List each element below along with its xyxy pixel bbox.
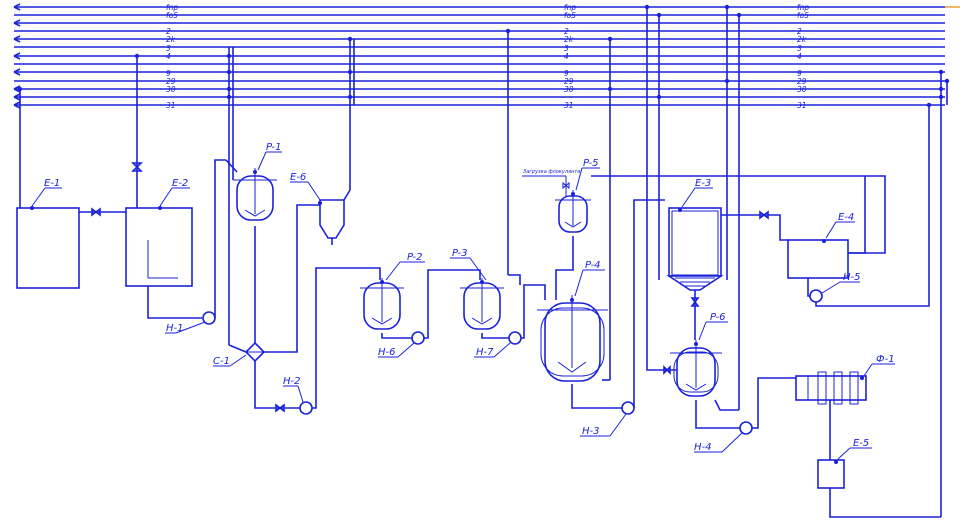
valve-icon — [663, 365, 671, 375]
reactor-p2: P-2 — [360, 252, 425, 330]
svg-text:E-2: E-2 — [172, 178, 188, 189]
svg-text:9: 9 — [797, 69, 802, 78]
svg-text:fo5: fo5 — [564, 11, 576, 20]
line-labels-middle: fnp fo5 2 2k 3 4 9 29 30 31 — [564, 3, 576, 110]
svg-text:E-1: E-1 — [44, 178, 60, 189]
svg-text:fo5: fo5 — [166, 11, 178, 20]
svg-text:30: 30 — [166, 85, 176, 94]
svg-text:H-4: H-4 — [694, 442, 712, 453]
svg-text:E-5: E-5 — [853, 438, 869, 449]
svg-text:4: 4 — [564, 52, 569, 61]
svg-text:3: 3 — [166, 44, 171, 53]
reactor-p4: P-4 — [537, 260, 608, 382]
reactor-p5: P-5 Загрузка флокулянта — [522, 158, 600, 233]
svg-text:P-1: P-1 — [266, 142, 281, 153]
svg-text:30: 30 — [797, 85, 807, 94]
separator-c1: C-1 — [213, 341, 266, 367]
svg-text:C-1: C-1 — [213, 356, 230, 367]
reactor-p6: P-6 — [670, 312, 728, 397]
svg-text:2: 2 — [797, 27, 802, 36]
svg-text:4: 4 — [166, 52, 171, 61]
svg-text:fnp: fnp — [797, 3, 809, 12]
svg-text:fnp: fnp — [564, 3, 576, 12]
vessel-e3: E-3 — [666, 178, 724, 291]
svg-text:4: 4 — [797, 52, 802, 61]
pump-h4: H-4 — [694, 421, 753, 453]
svg-text:P-3: P-3 — [452, 248, 467, 259]
svg-text:H-5: H-5 — [843, 272, 861, 283]
tank-e1: E-1 — [16, 178, 80, 289]
svg-text:E-6: E-6 — [290, 172, 306, 183]
svg-text:3: 3 — [564, 44, 569, 53]
svg-text:P-4: P-4 — [585, 260, 600, 271]
svg-text:2: 2 — [564, 27, 569, 36]
svg-text:E-3: E-3 — [695, 178, 711, 189]
svg-text:H-1: H-1 — [166, 323, 184, 334]
svg-text:P-5: P-5 — [583, 158, 598, 169]
valve-icon — [275, 403, 285, 413]
svg-text:H-7: H-7 — [476, 347, 494, 358]
svg-text:31: 31 — [797, 101, 807, 110]
svg-text:29: 29 — [564, 77, 574, 86]
tank-e2: E-2 — [125, 162, 193, 287]
svg-text:29: 29 — [166, 77, 176, 86]
pump-h1: H-1 — [165, 311, 216, 334]
reactor-p1: P-1 — [233, 142, 282, 221]
filter-f1: Ф-1 — [795, 354, 895, 405]
svg-text:31: 31 — [564, 101, 574, 110]
svg-text:9: 9 — [166, 69, 171, 78]
svg-text:Ф-1: Ф-1 — [876, 354, 895, 365]
svg-text:3: 3 — [797, 44, 802, 53]
valve-icon — [91, 207, 101, 217]
svg-text:2k: 2k — [166, 35, 176, 44]
svg-text:P-2: P-2 — [407, 252, 422, 263]
svg-text:Загрузка флокулянта: Загрузка флокулянта — [523, 169, 580, 175]
svg-text:9: 9 — [564, 69, 569, 78]
junction-dots — [17, 4, 950, 108]
valve-icon — [131, 162, 143, 172]
svg-text:30: 30 — [564, 85, 574, 94]
svg-text:2: 2 — [166, 27, 171, 36]
tank-e5: E-5 — [817, 438, 872, 489]
pump-h6: H-6 — [378, 331, 425, 358]
svg-text:H-6: H-6 — [378, 347, 396, 358]
pump-h7: H-7 — [474, 331, 522, 358]
line-labels-right: fnp fo5 2 2k 3 4 9 29 30 31 — [797, 3, 809, 110]
svg-text:2k: 2k — [797, 35, 807, 44]
header-pipelines — [13, 3, 960, 109]
tank-e4: E-4 — [787, 212, 855, 279]
reactor-p3: P-3 — [450, 248, 504, 330]
svg-text:H-2: H-2 — [283, 376, 301, 387]
svg-text:29: 29 — [797, 77, 807, 86]
svg-text:fo5: fo5 — [797, 11, 809, 20]
line-labels-left: fnp fo5 2 2k 3 4 9 29 30 31 — [166, 3, 178, 110]
svg-text:H-3: H-3 — [582, 426, 600, 437]
valve-icon — [690, 297, 700, 307]
valve-icon — [759, 210, 769, 220]
svg-text:fnp: fnp — [166, 3, 178, 12]
svg-text:31: 31 — [166, 101, 176, 110]
svg-text:E-4: E-4 — [838, 212, 854, 223]
svg-text:P-6: P-6 — [710, 312, 725, 323]
pump-h5: H-5 — [809, 272, 861, 303]
svg-text:2k: 2k — [564, 35, 574, 44]
pump-h3: H-3 — [580, 401, 635, 437]
